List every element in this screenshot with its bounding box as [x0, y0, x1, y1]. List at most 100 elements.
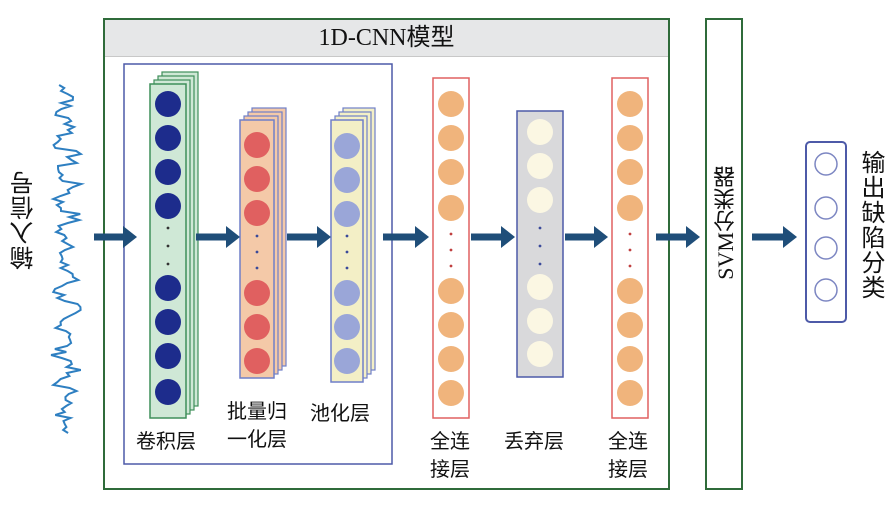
arrow-head	[226, 226, 240, 248]
neuron	[527, 187, 553, 213]
arrow-shaft	[656, 233, 688, 241]
model-title: 1D-CNN模型	[105, 20, 668, 57]
neuron	[244, 348, 270, 374]
fc2-layer-label-line1: 全连	[608, 429, 648, 453]
ellipsis-dot	[538, 244, 542, 248]
neuron	[527, 341, 553, 367]
output-node	[814, 236, 838, 260]
arrow-head	[415, 226, 429, 248]
arrow-svm-to-output	[752, 226, 797, 248]
arrow-shaft	[383, 233, 417, 241]
ellipsis-dot	[628, 232, 632, 236]
neuron	[334, 348, 360, 374]
fc2-layer-label-line2: 接层	[608, 457, 648, 481]
arrow-shaft	[752, 233, 785, 241]
input-signal-waveform	[50, 84, 86, 434]
neuron	[334, 167, 360, 193]
batchnorm-layer	[239, 107, 287, 379]
output-node	[814, 152, 838, 176]
ellipsis-dot	[628, 264, 632, 268]
output-label: 输出缺陷分类	[857, 150, 885, 300]
output-node	[814, 196, 838, 220]
arrow-shaft	[287, 233, 319, 241]
feature-extractor-frame	[123, 63, 393, 465]
ellipsis-dot	[345, 234, 349, 238]
arrow-input-to-conv	[94, 226, 137, 248]
fc1-layer	[432, 77, 470, 419]
arrow-dropout-to-fc2	[565, 226, 608, 248]
neuron	[438, 346, 464, 372]
neuron	[155, 125, 181, 151]
neuron	[334, 280, 360, 306]
ellipsis-dot	[255, 250, 259, 254]
pool-layer-label: 池化层	[310, 401, 370, 425]
neuron	[438, 278, 464, 304]
neuron	[438, 125, 464, 151]
fc1-layer-label-line1: 全连	[430, 429, 470, 453]
neuron	[617, 159, 643, 185]
neuron	[617, 346, 643, 372]
neuron	[438, 312, 464, 338]
batchnorm-layer-label-line2: 一化层	[227, 427, 287, 451]
arrow-shaft	[471, 233, 503, 241]
neuron	[527, 308, 553, 334]
arrow-pool-to-fc1	[383, 226, 429, 248]
fc2-layer	[611, 77, 649, 419]
neuron	[155, 309, 181, 335]
arrow-head	[501, 226, 515, 248]
ellipsis-dot	[345, 266, 349, 270]
arrow-shaft	[94, 233, 125, 241]
fc1-layer-label-line2: 接层	[430, 457, 470, 481]
ellipsis-dot	[538, 226, 542, 230]
neuron	[244, 280, 270, 306]
arrow-conv-to-bn	[196, 226, 240, 248]
neuron	[334, 314, 360, 340]
neuron	[527, 274, 553, 300]
neuron	[438, 91, 464, 117]
neuron	[155, 91, 181, 117]
neuron	[155, 343, 181, 369]
neuron	[617, 278, 643, 304]
dropout-layer-label: 丢弃层	[504, 429, 564, 453]
output-node	[814, 278, 838, 302]
neuron	[244, 314, 270, 340]
neuron	[155, 275, 181, 301]
neuron	[244, 200, 270, 226]
arrow-head	[594, 226, 608, 248]
batchnorm-layer-label-line1: 批量归	[227, 399, 287, 423]
neuron	[617, 195, 643, 221]
neuron	[617, 380, 643, 406]
neuron	[438, 159, 464, 185]
ellipsis-dot	[538, 262, 542, 266]
arrow-shaft	[196, 233, 228, 241]
ellipsis-dot	[166, 244, 170, 248]
ellipsis-dot	[449, 232, 453, 236]
ellipsis-dot	[449, 248, 453, 252]
arrow-bn-to-pool	[287, 226, 331, 248]
neuron	[334, 201, 360, 227]
neuron	[617, 312, 643, 338]
arrow-head	[783, 226, 797, 248]
arrow-fc2-to-svm	[656, 226, 700, 248]
neuron	[155, 379, 181, 405]
ellipsis-dot	[449, 264, 453, 268]
neuron	[438, 195, 464, 221]
input-label: 输入信号	[10, 170, 38, 270]
arrow-head	[123, 226, 137, 248]
neuron	[244, 166, 270, 192]
dropout-layer	[516, 110, 564, 378]
arrow-head	[317, 226, 331, 248]
arrow-shaft	[565, 233, 596, 241]
neuron	[438, 380, 464, 406]
output-box	[805, 141, 847, 323]
pool-layer	[330, 107, 376, 383]
arrow-fc1-to-dropout	[471, 226, 515, 248]
conv-layer-label: 卷积层	[136, 429, 196, 453]
ellipsis-dot	[166, 226, 170, 230]
model-frame	[103, 18, 670, 490]
neuron	[617, 91, 643, 117]
ellipsis-dot	[628, 248, 632, 252]
neuron	[527, 119, 553, 145]
ellipsis-dot	[166, 262, 170, 266]
